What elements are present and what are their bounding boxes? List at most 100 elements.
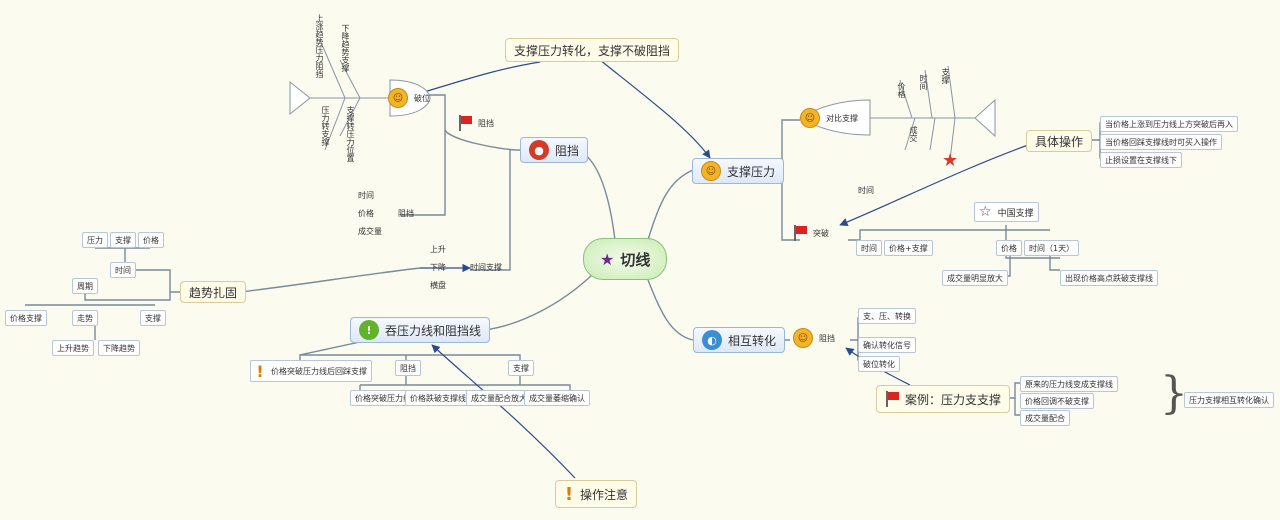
branch-zhuanhua[interactable]: ◐ 相互转化 (693, 327, 786, 353)
right-list-item[interactable]: 止损设置在支撑线下 (1100, 152, 1182, 168)
callout-top[interactable]: 支撑压力转化，支撑不破阻挡 (505, 38, 680, 62)
leaf-text: 确认转化信号 (863, 340, 911, 350)
arrow-top-to-zhicheng (599, 59, 711, 159)
branch-label: 相互转化 (728, 333, 777, 348)
case-list-item[interactable]: 成交量配合 (1020, 410, 1070, 426)
mid-small: 下降 (430, 262, 446, 273)
bottom-mid-leaf[interactable]: 阻挡 (395, 360, 421, 376)
vertical-label: 下降趋势支撑 (341, 24, 350, 72)
left-top-leaf[interactable]: 支撑 (110, 232, 136, 248)
callout-right[interactable]: 具体操作 (1026, 130, 1093, 152)
case-far-leaf[interactable]: 压力支撑相互转化确认 (1184, 392, 1274, 408)
leaf-text: 成交量明显放大 (947, 273, 1003, 283)
leaf-text: 价格 (143, 235, 159, 245)
callout-lowerright[interactable]: 案例：压力支支撑 (876, 385, 1011, 413)
red-flag-icon (793, 225, 807, 241)
flag-upper[interactable]: 阻挡 (458, 115, 494, 131)
callout-bottom[interactable]: ! 操作注意 (555, 480, 638, 508)
callout-text: 操作注意 (580, 487, 629, 502)
leaf-text: 阻挡 (400, 363, 416, 373)
right-row-label: 时间 (858, 185, 874, 196)
lower-right-leaf[interactable]: 破位转化 (858, 356, 900, 372)
left-top-leaf[interactable]: 压力 (82, 232, 108, 248)
label: 对比支撑 (826, 113, 858, 123)
flag-right[interactable]: 突破 (793, 225, 829, 241)
right-row-leaf[interactable]: 成交量明显放大 (942, 270, 1008, 286)
mid-small: 上升 (430, 244, 446, 255)
branch-leftmid[interactable]: 趋势扎固 (180, 281, 247, 303)
link-left-up (135, 269, 185, 293)
leaf-text: 出现价格高点跌破支撑线 (1065, 273, 1153, 283)
branch-label: 吞压力线和阻挡线 (385, 323, 482, 338)
right-list-item[interactable]: 当价格回踩支撑线时可买入操作 (1100, 134, 1222, 150)
leaf-text: 支撑 (115, 235, 131, 245)
leaf-text: 阻挡 (398, 209, 414, 218)
leaf-text: 支撑 (513, 363, 529, 373)
leaf-text: 成交量配合放大确认 (471, 393, 543, 403)
central-topic[interactable]: ★ 切线 (583, 238, 668, 280)
right-row-leaf[interactable]: 时间 (856, 240, 882, 256)
leaf-text: 下降趋势 (103, 343, 135, 353)
branch-upper[interactable]: ● 阻挡 (520, 137, 589, 163)
leaf-text: 下降 (430, 263, 446, 272)
left-low-leaf[interactable]: 价格支撑 (5, 310, 47, 326)
lower-right-leaf[interactable]: 支、压、转换 (858, 308, 916, 324)
leaf-text: 上升 (430, 245, 446, 254)
lower-right-leaf[interactable]: 确认转化信号 (858, 337, 916, 353)
link-center-shengya (484, 274, 593, 331)
left-low2-leaf[interactable]: 下降趋势 (98, 340, 140, 356)
left-low-leaf[interactable]: 走势 (72, 310, 98, 326)
left-low-leaf[interactable]: 支撑 (140, 310, 166, 326)
stop-icon: ● (529, 140, 549, 160)
label: 突破 (813, 228, 829, 238)
upper-small: 时间 (358, 190, 374, 201)
left-low-leaf[interactable]: 周期 (72, 278, 98, 294)
leaf-text: 周期 (77, 281, 93, 291)
leaf-text: 时间 (858, 186, 874, 195)
leaf-text: 成交量配合 (1025, 413, 1065, 423)
left-top-leaf[interactable]: 价格 (138, 232, 164, 248)
arrow-target[interactable]: 时间支撑 (470, 262, 502, 273)
leaf-text: 支撑 (145, 313, 161, 323)
vertical-label: 时间 (919, 74, 928, 90)
label: 阻挡 (819, 333, 835, 343)
smiley-face-icon: ☺ (793, 328, 813, 348)
link-star-down (1005, 225, 1060, 259)
face-lower[interactable]: ☺ 阻挡 (793, 328, 835, 348)
branch-shengya[interactable]: ! 吞压力线和阻挡线 (350, 317, 491, 343)
upper-small: 价格 (358, 208, 374, 219)
link-center-zhuanhua (647, 279, 694, 341)
right-row-leaf[interactable]: 出现价格高点跌破支撑线 (1060, 270, 1158, 286)
right-list-item[interactable]: 当价格上涨到压力线上方突破后再入 (1100, 116, 1238, 132)
leaf-text: 时间（1天） (1029, 243, 1075, 253)
star-node[interactable]: ☆ 中国支撑 (974, 202, 1039, 222)
case-list-item[interactable]: 原来的压力线变成支撑线 (1020, 376, 1118, 392)
case-list-item[interactable]: 价格回调不破支撑 (1020, 393, 1094, 409)
left-low2-leaf[interactable]: 上升趋势 (52, 340, 94, 356)
exclamation-note[interactable]: ! 价格突破压力线后回踩支撑 (250, 360, 372, 382)
fish-right-head[interactable]: ☺ 对比支撑 (800, 108, 858, 128)
label: 阻挡 (478, 118, 494, 128)
star-icon: ☆ (979, 204, 992, 220)
leaf-text: 价格+支撑 (889, 243, 928, 253)
bottom-row-leaf[interactable]: 成交量萎缩确认 (524, 390, 590, 406)
leaf-text: 破位转化 (863, 359, 895, 369)
vertical-label: 支撑转压力位置 (346, 106, 355, 162)
arrow-bottom-callout (431, 344, 576, 479)
branch-label: 支撑压力 (727, 164, 776, 179)
right-row-leaf[interactable]: 时间（1天） (1024, 240, 1080, 256)
branch-label: 趋势扎固 (189, 285, 238, 300)
link-left-mid (239, 267, 421, 293)
upper-small: 成交量 (358, 226, 382, 237)
left-mid-leaf[interactable]: 时间 (110, 262, 136, 278)
bottom-mid-leaf[interactable]: 支撑 (508, 360, 534, 376)
leaf-text: 当价格回踩支撑线时可买入操作 (1105, 137, 1217, 147)
right-row-leaf[interactable]: 价格 (996, 240, 1022, 256)
branch-zhicheng[interactable]: ☺ 支撑压力 (692, 158, 785, 184)
red-flag-icon (885, 391, 899, 407)
leaf-text: 价格回调不破支撑 (1025, 396, 1089, 406)
right-row-leaf[interactable]: 价格+支撑 (884, 240, 933, 256)
priority-icon: ! (359, 320, 379, 340)
fish-left-head[interactable]: ☺ 破位 (388, 88, 430, 108)
